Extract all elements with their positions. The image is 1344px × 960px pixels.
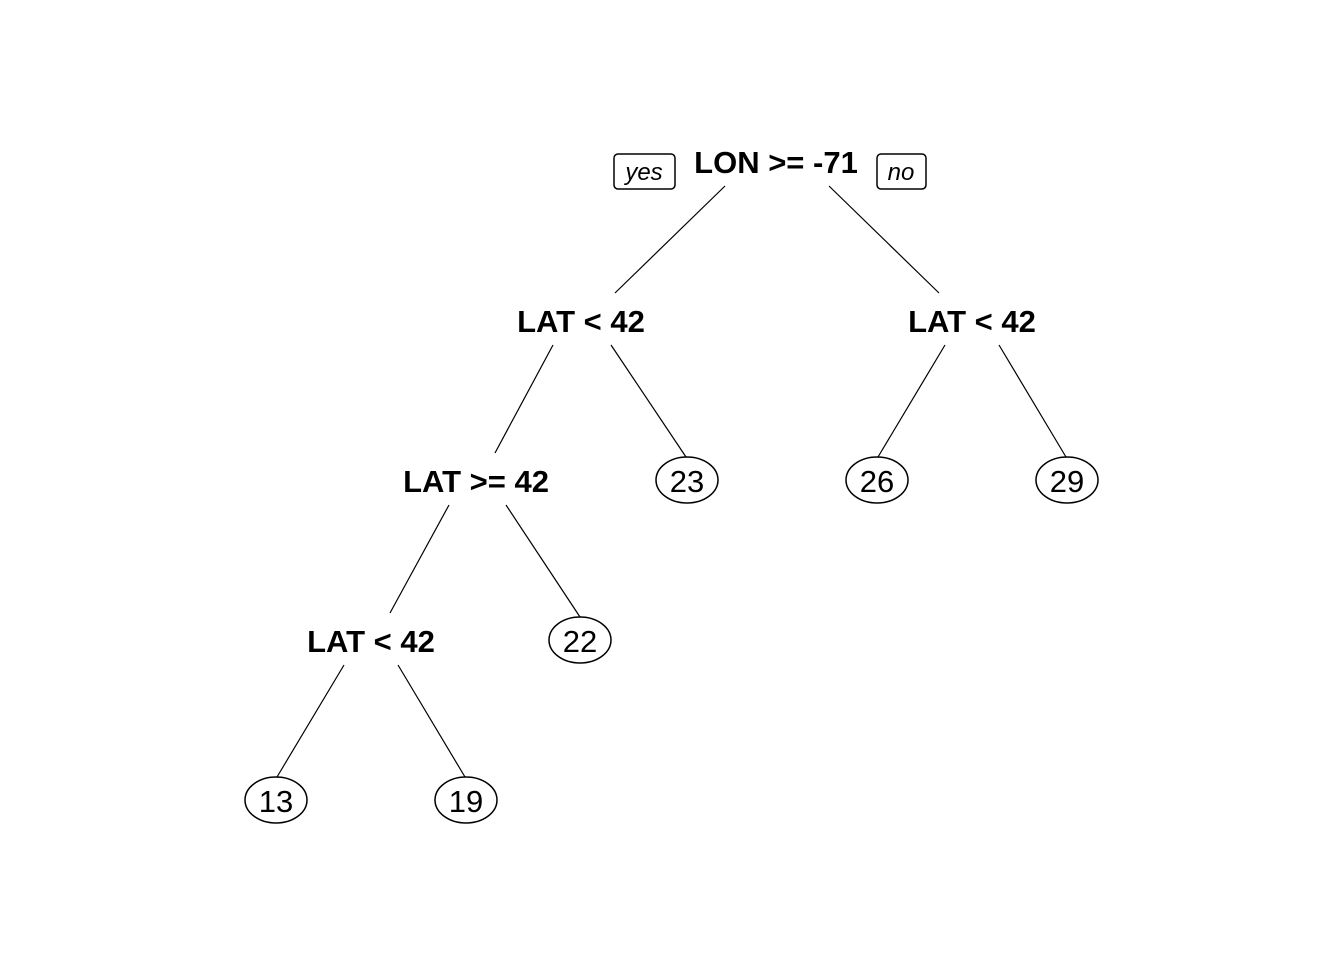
no-label-text: no [888,159,915,186]
edge [505,504,581,618]
leaf-value: 22 [563,624,597,659]
edge [998,344,1067,458]
tree-edges [276,185,1067,778]
leaf-node: 22 [548,616,612,664]
edge [877,344,946,458]
edge [614,185,726,294]
leaf-node: 29 [1035,456,1099,504]
edge [397,664,466,778]
leaf-node: 13 [244,776,308,824]
leaf-value: 13 [259,784,293,819]
left-left-left-split: LAT < 42 [307,624,435,659]
edge [276,664,345,778]
yes-label-text: yes [623,159,662,186]
edge [494,344,554,454]
no-label: no [876,153,927,190]
leaf-node: 23 [655,456,719,504]
left-left-split: LAT >= 42 [403,464,549,499]
yes-label: yes [613,153,676,190]
left-split: LAT < 42 [517,304,645,339]
root-split: LON >= -71 [694,145,858,180]
leaf-value: 26 [860,464,894,499]
edge [828,185,940,294]
edge [389,504,450,614]
leaf-node: 26 [845,456,909,504]
leaf-value: 29 [1050,464,1084,499]
edge [610,344,687,458]
leaf-value: 19 [449,784,483,819]
leaf-value: 23 [670,464,704,499]
right-split: LAT < 42 [908,304,1036,339]
leaf-node: 19 [434,776,498,824]
